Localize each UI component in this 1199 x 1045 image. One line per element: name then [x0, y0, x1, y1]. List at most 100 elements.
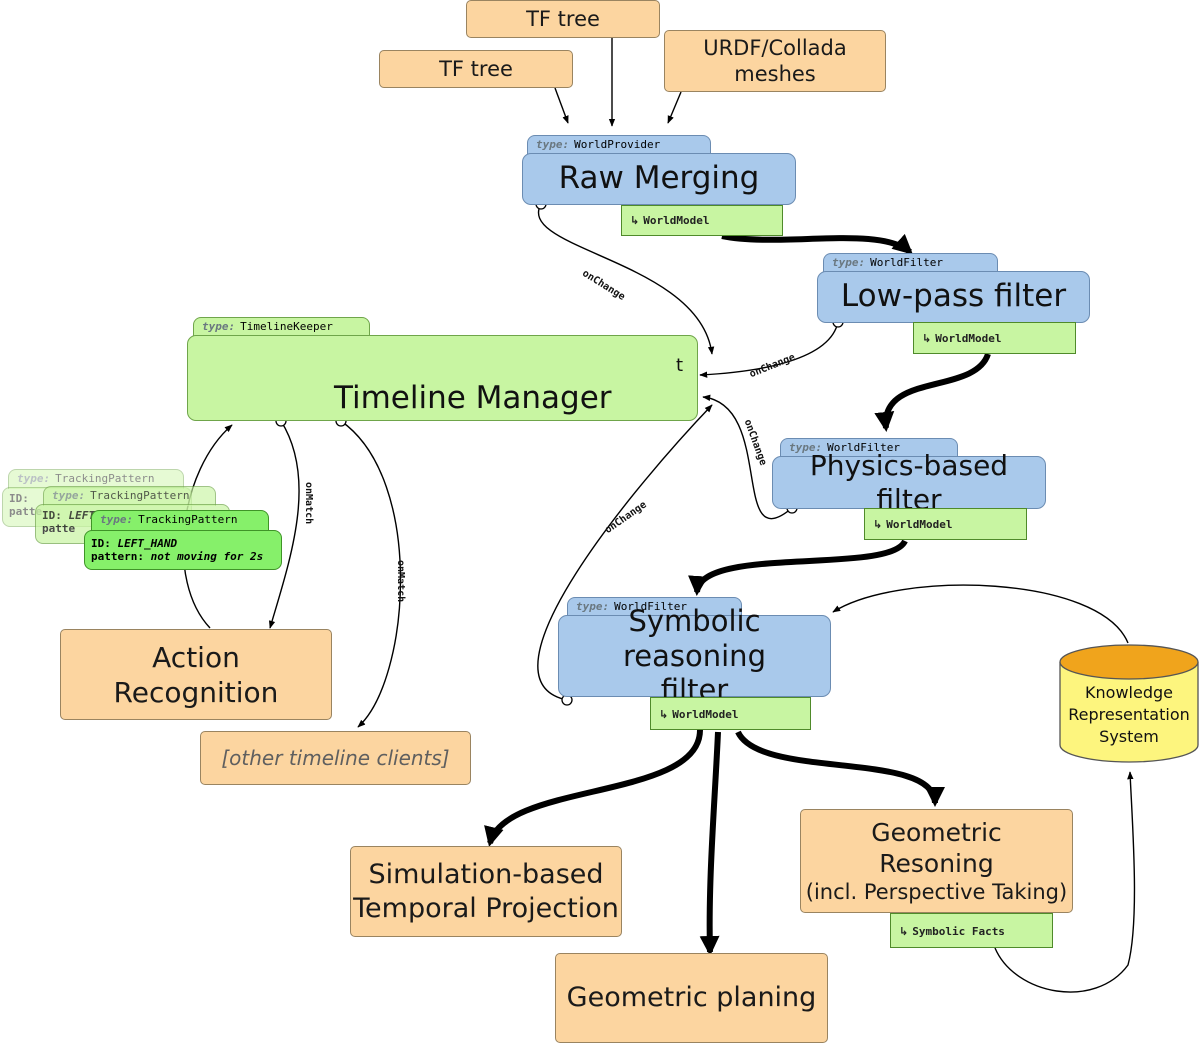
raw-merging-type: WorldProvider — [574, 138, 661, 151]
type-keyword: type: — [52, 489, 86, 502]
tracking-ghost-2-pattern: patte — [42, 522, 76, 535]
geometric-planing-box: Geometric planing — [555, 953, 828, 1043]
raw-merging-type-tab: type: WorldProvider — [527, 135, 711, 157]
timeline-axis-label: t — [676, 355, 684, 376]
type-keyword: type: — [576, 600, 610, 613]
onmatch-action-label: onMatch — [303, 482, 314, 525]
physics-filter-node: Physics-based filter — [772, 449, 1046, 516]
edge-tf-left-to-raw — [554, 87, 569, 124]
edge-knowledge-to-symbolic — [832, 584, 1129, 644]
urdf-line2: meshes — [734, 62, 816, 86]
output-arrow-icon: ↳ — [659, 708, 669, 721]
lowpass-output: ↳WorldModel — [913, 322, 1076, 354]
edge-physics-to-symbolic — [688, 539, 908, 596]
edge-onmatch-other — [340, 420, 402, 728]
tracking-pattern-ghost-3-tab: type: TrackingPattern — [8, 469, 184, 489]
tracking-pattern-value: not moving for 2s — [150, 550, 264, 563]
onmatch-other-label: onMatch — [395, 560, 406, 603]
edge-symbolic-onchange — [537, 404, 713, 701]
geometric-reasoning-output-label: Symbolic Facts — [912, 925, 1005, 938]
edge-symbolic-to-planing — [699, 731, 721, 956]
action-recognition-box: Action Recognition — [60, 629, 332, 720]
other-timeline-clients-label: [other timeline clients] — [221, 746, 450, 770]
timeline-type-tab: type:TimelineKeeper — [193, 317, 370, 339]
tracking-id-key: ID: — [91, 537, 111, 550]
edge-symbolic-to-geometric — [735, 730, 945, 807]
knowledge-database-icon — [1059, 644, 1199, 763]
timeline-manager-node: Timeline Manager — [187, 335, 698, 421]
edge-facts-to-knowledge — [994, 771, 1136, 993]
physics-type: WorldFilter — [827, 441, 900, 454]
lowpass-title: Low-pass filter — [840, 278, 1067, 315]
geometric-reasoning-output: ↳Symbolic Facts — [890, 913, 1053, 948]
type-keyword: type: — [17, 472, 51, 485]
symbolic-type: WorldFilter — [614, 600, 687, 613]
tracking-ghost-3-id-key: ID: — [9, 492, 29, 505]
physics-output: ↳WorldModel — [864, 508, 1027, 540]
knowledge-line3: System — [1099, 727, 1159, 747]
tracking-pattern-type: TrackingPattern — [138, 513, 238, 526]
edge-onmatch-action — [268, 420, 300, 629]
raw-merging-output: ↳WorldModel — [621, 205, 783, 236]
tracking-ghost-2-type: TrackingPattern — [90, 489, 190, 502]
physics-type-tab: type: WorldFilter — [780, 438, 958, 460]
geometric-reasoning-line3: (incl. Perspective Taking) — [805, 880, 1068, 905]
geometric-reasoning-line2: Resoning — [879, 848, 994, 878]
tracking-ghost-2-id-key: ID: — [42, 509, 62, 522]
timeline-title: Timeline Manager — [334, 380, 612, 416]
edge-physics-onchange — [702, 394, 793, 520]
type-keyword: type: — [789, 441, 823, 454]
output-arrow-icon: ↳ — [899, 925, 909, 938]
lowpass-type-tab: type: WorldFilter — [823, 253, 998, 275]
tracking-pattern-active: ID: LEFT_HAND pattern: not moving for 2s — [84, 530, 282, 570]
simulation-line1: Simulation-based — [368, 858, 604, 890]
geometric-planing-label: Geometric planing — [566, 982, 817, 1014]
simulation-projection-box: Simulation-based Temporal Projection — [350, 846, 622, 937]
physics-output-label: WorldModel — [886, 518, 953, 531]
physics-title: Physics-based filter — [809, 448, 1009, 516]
urdf-line1: URDF/Collada — [703, 35, 847, 60]
symbolic-title-line1: Symbolic reasoning — [623, 603, 766, 673]
lowpass-filter-node: Low-pass filter — [817, 271, 1090, 323]
edge-lowpass-onchange — [699, 321, 839, 378]
symbolic-output: ↳WorldModel — [650, 697, 811, 730]
tf-tree-top-label: TF tree — [526, 6, 600, 31]
action-recognition-line2: Recognition — [113, 675, 279, 709]
output-arrow-icon: ↳ — [922, 332, 932, 345]
other-timeline-clients-box: [other timeline clients] — [200, 731, 471, 785]
lowpass-type: WorldFilter — [870, 256, 943, 269]
edge-lowpass-to-physics — [874, 352, 991, 432]
tracking-pattern-type-tab: type: TrackingPattern — [91, 510, 269, 532]
type-keyword: type: — [100, 513, 134, 526]
knowledge-line2: Representation — [1068, 705, 1190, 725]
knowledge-line1: Knowledge — [1085, 683, 1173, 702]
edge-symbolic-to-simulation — [484, 729, 703, 847]
tracking-pattern-ghost-2-tab: type: TrackingPattern — [43, 486, 216, 506]
tracking-ghost-3-type: TrackingPattern — [55, 472, 155, 485]
output-arrow-icon: ↳ — [873, 518, 883, 531]
edge-urdf-to-raw — [667, 91, 682, 124]
knowledge-system-label: Knowledge Representation System — [1060, 682, 1198, 748]
raw-merging-title: Raw Merging — [558, 160, 760, 197]
timeline-type: TimelineKeeper — [240, 320, 333, 333]
edge-raw-onchange — [537, 203, 715, 355]
type-keyword: type: — [832, 256, 866, 269]
tf-tree-top-box: TF tree — [466, 0, 660, 38]
geometric-reasoning-line1: Geometric — [871, 817, 1002, 847]
simulation-line2: Temporal Projection — [353, 892, 619, 924]
type-keyword: type: — [536, 138, 570, 151]
symbolic-filter-node: Symbolic reasoning filter — [558, 604, 831, 707]
symbolic-type-tab: type: WorldFilter — [567, 597, 742, 619]
raw-merging-node: Raw Merging — [522, 153, 796, 205]
urdf-meshes-box: URDF/Collada meshes — [664, 30, 886, 92]
tracking-ghost-3-pattern: patte — [9, 505, 43, 518]
lowpass-output-label: WorldModel — [935, 332, 1002, 345]
action-recognition-line1: Action — [152, 640, 240, 674]
tf-tree-left-box: TF tree — [379, 50, 573, 88]
tracking-pattern-key: pattern: — [91, 550, 144, 563]
raw-merging-output-label: WorldModel — [643, 214, 710, 227]
output-arrow-icon: ↳ — [630, 214, 640, 227]
symbolic-output-label: WorldModel — [672, 708, 739, 721]
